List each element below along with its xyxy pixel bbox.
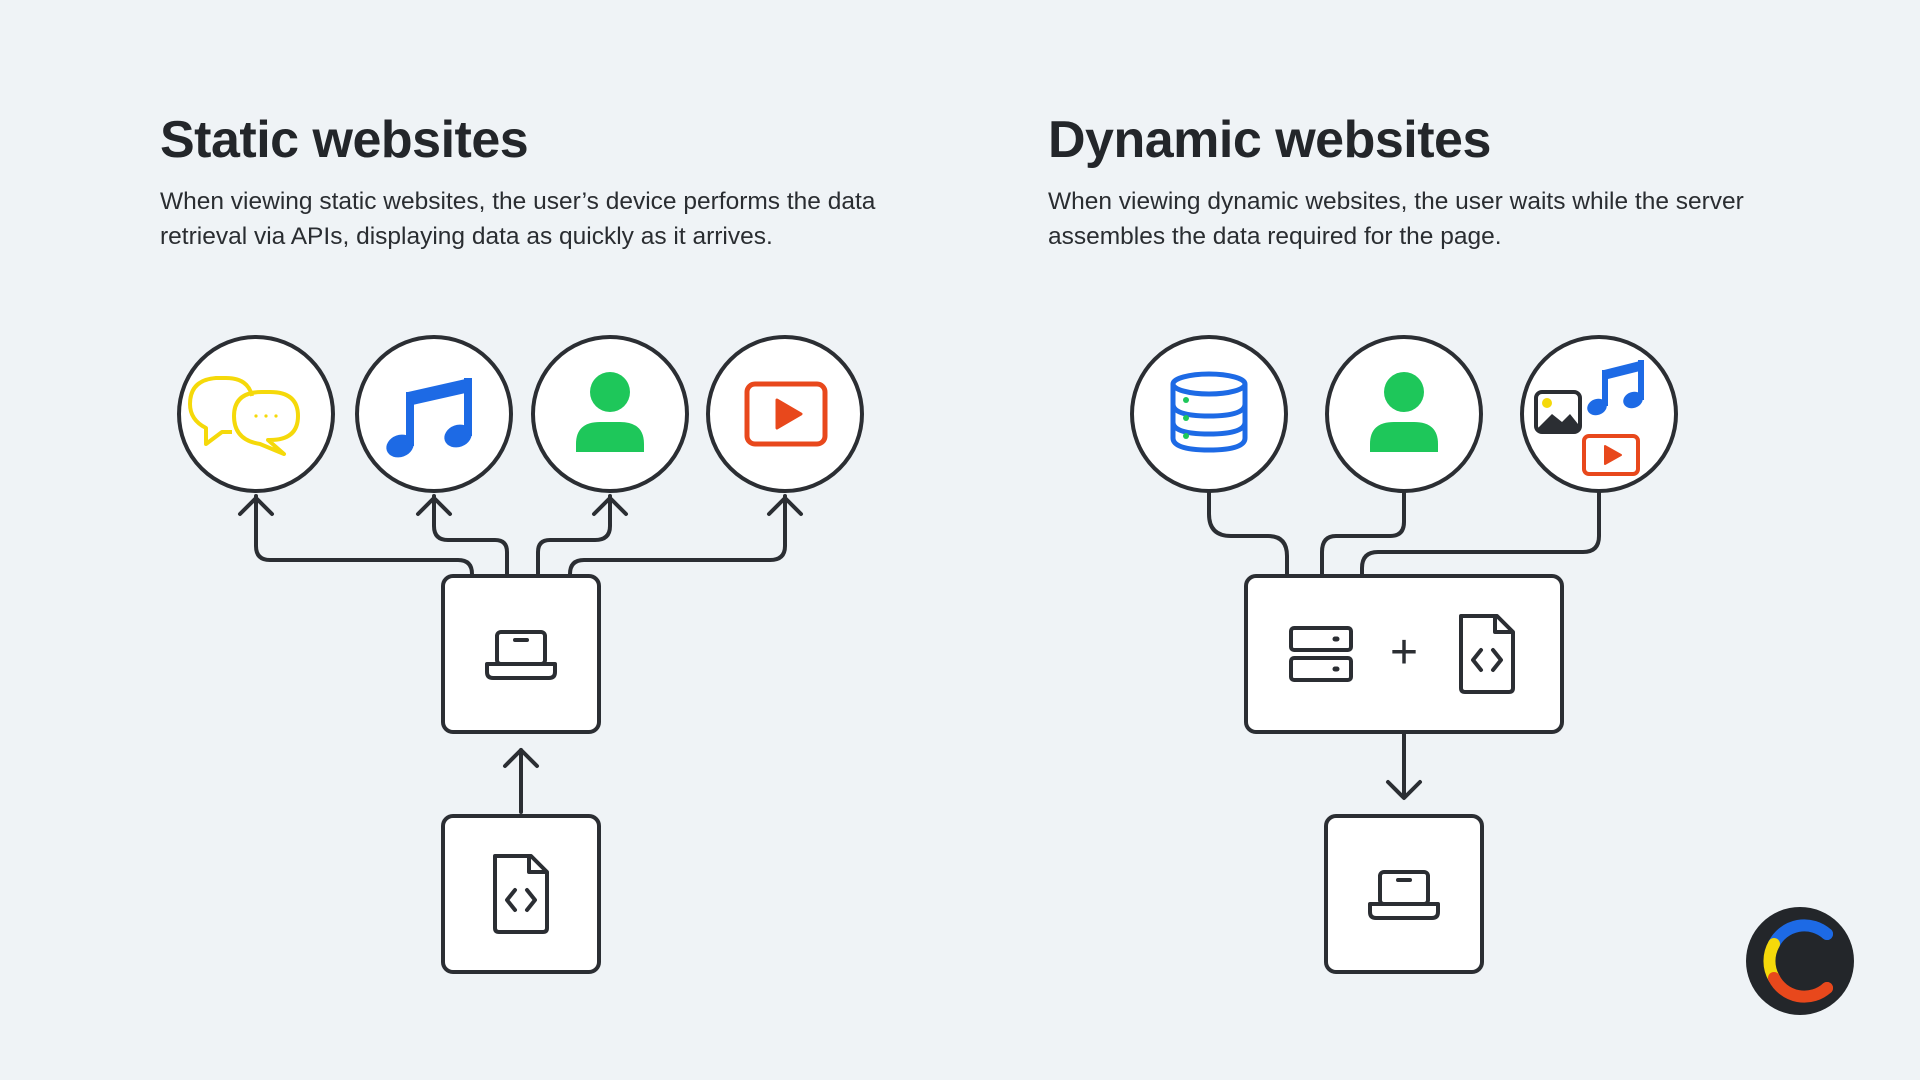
contentful-logo bbox=[1746, 907, 1854, 1015]
dynamic-server-box: + bbox=[1244, 574, 1564, 734]
static-title: Static websites bbox=[160, 111, 529, 169]
music-note-icon bbox=[386, 378, 472, 458]
static-source-video bbox=[706, 335, 864, 493]
dynamic-source-user bbox=[1325, 335, 1483, 493]
static-source-chat bbox=[177, 335, 335, 493]
chat-bubbles-icon bbox=[188, 375, 300, 456]
static-source-user bbox=[531, 335, 689, 493]
static-client-box bbox=[441, 574, 601, 734]
dynamic-source-database bbox=[1130, 335, 1288, 493]
dynamic-panel: Dynamic websites When viewing dynamic we… bbox=[1048, 108, 1808, 254]
static-description: When viewing static websites, the user’s… bbox=[160, 188, 876, 250]
static-origin-box bbox=[441, 814, 601, 974]
static-panel: Static websites When viewing static webs… bbox=[160, 108, 920, 254]
media-collage-icon bbox=[1534, 360, 1644, 476]
dynamic-description: When viewing dynamic websites, the user … bbox=[1048, 188, 1744, 250]
dynamic-client-box bbox=[1324, 814, 1484, 974]
video-play-icon bbox=[744, 381, 828, 447]
server-icon bbox=[1289, 626, 1353, 682]
database-icon bbox=[1170, 371, 1248, 453]
dynamic-title: Dynamic websites bbox=[1048, 111, 1491, 169]
static-source-music bbox=[355, 335, 513, 493]
dynamic-source-media bbox=[1520, 335, 1678, 493]
plus-sign: + bbox=[1390, 626, 1418, 679]
static-connectors bbox=[238, 494, 803, 814]
